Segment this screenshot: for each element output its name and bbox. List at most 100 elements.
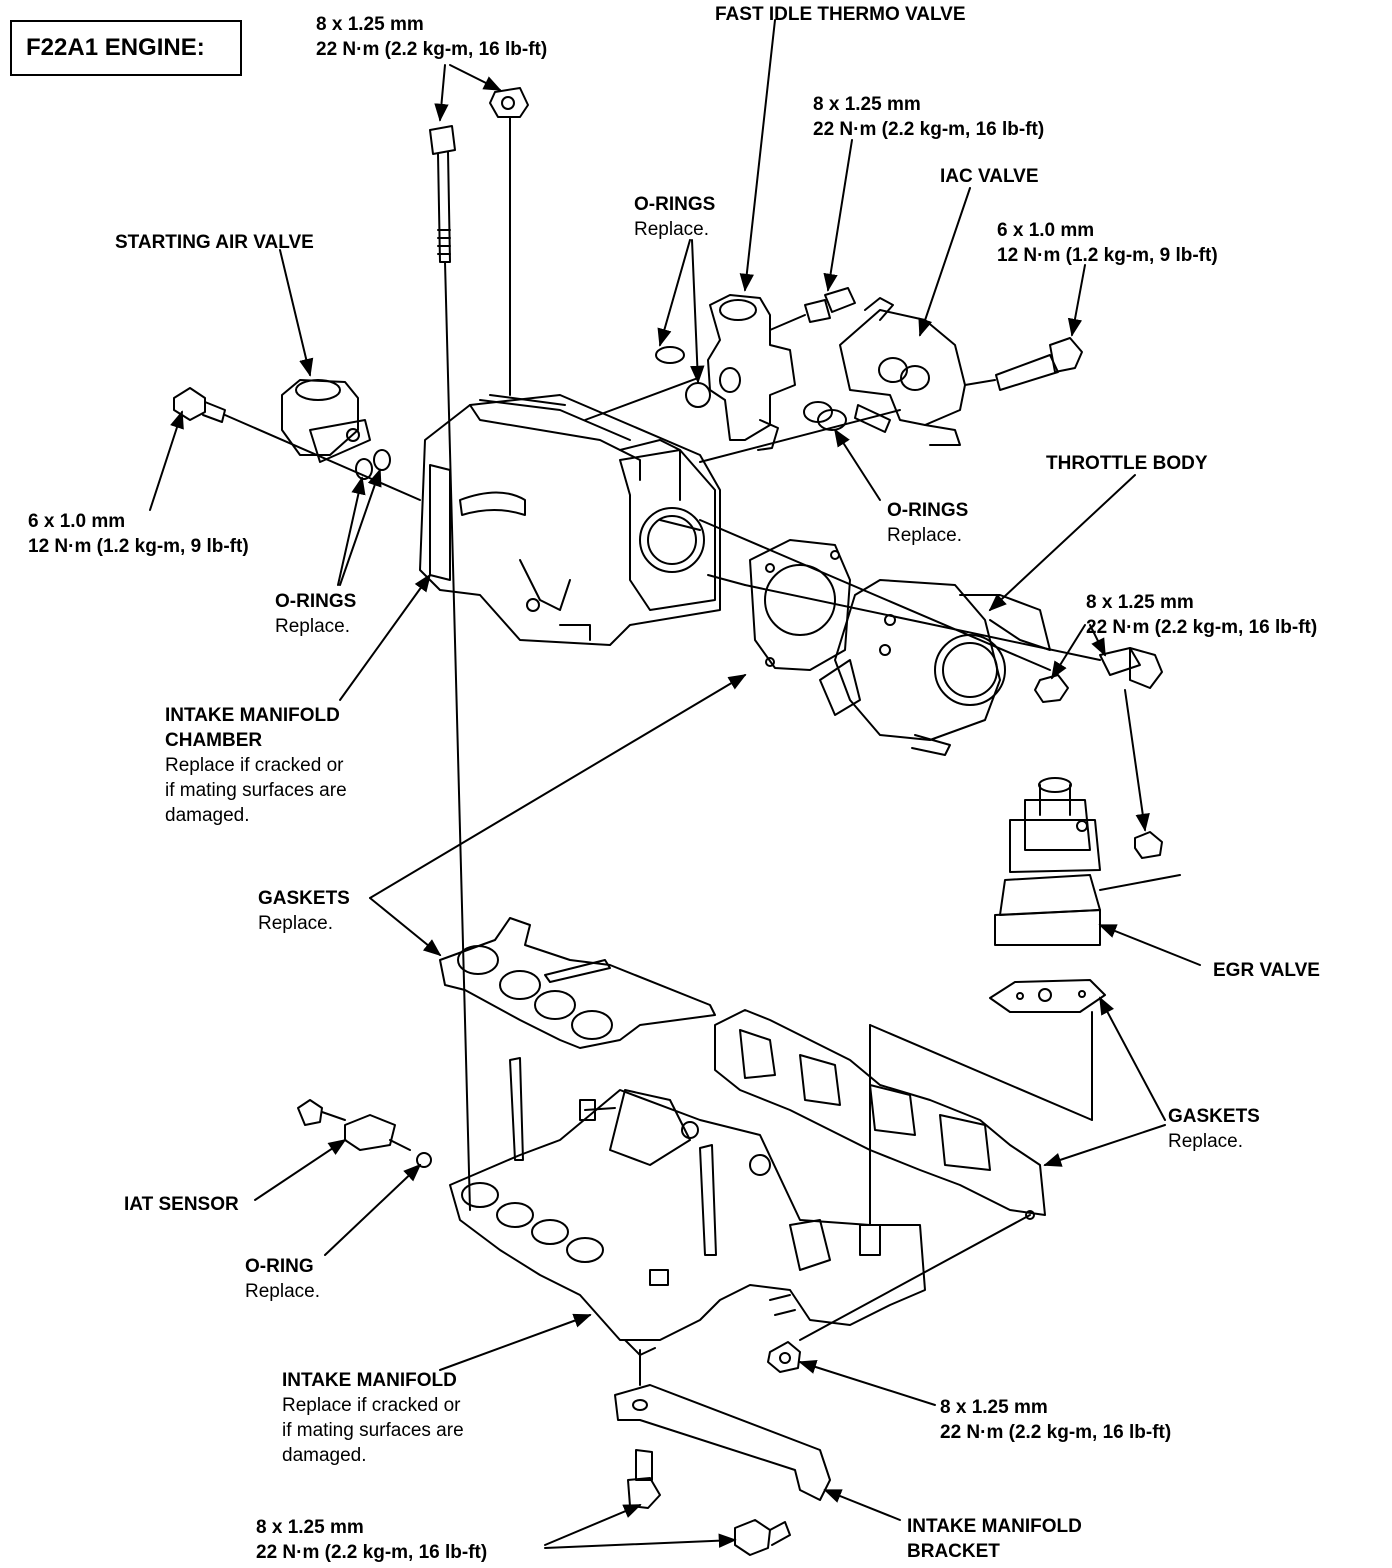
long-bolt: [429, 125, 456, 263]
gaskets-left-label: GASKETS: [258, 888, 350, 909]
iac-bolt-torque: 12 N·m (1.2 kg-m, 9 lb-ft): [997, 245, 1218, 266]
egr-valve-label: EGR VALVE: [1213, 960, 1320, 981]
iat-sensor-label: IAT SENSOR: [124, 1194, 239, 1215]
fast-idle-label: FAST IDLE THERMO VALVE: [715, 4, 966, 25]
bracket-label-2: BRACKET: [907, 1541, 1000, 1562]
top-nut: [489, 87, 529, 118]
orings-left-note: Replace.: [275, 616, 350, 637]
label-starting-air-valve: STARTING AIR VALVE: [115, 230, 314, 255]
tb-nut: [1034, 674, 1069, 703]
manifold-nut: [767, 1341, 801, 1373]
iac-bolt: [995, 337, 1083, 391]
chamber-gasket: [439, 917, 716, 1049]
gasket-diag: [869, 1024, 1093, 1121]
sav-bolt: [173, 387, 226, 423]
intake-manifold-chamber: [419, 394, 721, 646]
bolt-to-egr-line: [1124, 689, 1150, 832]
oring-iac-2: [817, 409, 847, 431]
iac-valve-label: IAC VALVE: [940, 166, 1039, 187]
oring-fitv-1: [655, 346, 685, 364]
stud-1: [659, 519, 701, 531]
label-iac-bolt: 6 x 1.0 mm 12 N·m (1.2 kg-m, 9 lb-ft): [997, 218, 1218, 268]
egr-valve: [994, 777, 1101, 946]
iat-oring: [416, 1152, 432, 1168]
throttle-gasket: [749, 539, 851, 671]
long-alignment-line: [444, 261, 471, 1211]
sav-label: STARTING AIR VALVE: [115, 232, 314, 253]
intake-manifold: [449, 1057, 926, 1356]
mani-nut-torque: 22 N·m (2.2 kg-m, 16 lb-ft): [940, 1422, 1172, 1443]
fitv-bolt: [804, 287, 856, 323]
tb-nut-size: 8 x 1.25 mm: [1086, 592, 1194, 613]
egr-gasket: [989, 979, 1106, 1013]
label-orings-left: O-RINGS Replace.: [275, 589, 356, 639]
orings-top-note: Replace.: [634, 219, 709, 240]
bracket-bolt-2: [734, 1519, 791, 1556]
gaskets-left-note: Replace.: [258, 913, 333, 934]
tb-bolt: [1099, 647, 1163, 689]
intake-manifold-bracket: [614, 1384, 831, 1501]
gaskets-right-label: GASKETS: [1168, 1106, 1260, 1127]
sav-line: [224, 414, 421, 501]
page-title: F22A1 ENGINE:: [26, 34, 205, 61]
nut-to-gasket-line: [799, 1214, 1031, 1341]
label-bracket: INTAKE MANIFOLD BRACKET: [907, 1514, 1082, 1564]
egr-nut: [1134, 831, 1163, 859]
oring-single-note: Replace.: [245, 1281, 320, 1302]
label-throttle-body: THROTTLE BODY: [1046, 451, 1208, 476]
leader-arrows: [149, 19, 1201, 1549]
manifold-note-2: if mating surfaces are: [282, 1420, 464, 1441]
starting-air-valve: [281, 379, 371, 463]
label-tb-nut: 8 x 1.25 mm 22 N·m (2.2 kg-m, 16 lb-ft): [1086, 590, 1317, 640]
label-manifold: INTAKE MANIFOLD Replace if cracked or if…: [282, 1368, 464, 1468]
fitv-line: [584, 377, 699, 421]
label-gaskets-left: GASKETS Replace.: [258, 886, 350, 936]
sav-bolt-size: 6 x 1.0 mm: [28, 511, 126, 532]
chamber-note-2: if mating surfaces are: [165, 780, 347, 801]
label-bracket-bolt: 8 x 1.25 mm 22 N·m (2.2 kg-m, 16 lb-ft): [256, 1515, 487, 1565]
label-orings-mid: O-RINGS Replace.: [887, 498, 968, 548]
bracket-bolt-size: 8 x 1.25 mm: [256, 1517, 364, 1538]
label-egr: EGR VALVE: [1213, 958, 1320, 983]
bolt-top-size: 8 x 1.25 mm: [316, 14, 424, 35]
manifold-label: INTAKE MANIFOLD: [282, 1370, 457, 1391]
chamber-note-1: Replace if cracked or: [165, 755, 344, 776]
orings-mid-note: Replace.: [887, 525, 962, 546]
orings-mid-label: O-RINGS: [887, 500, 969, 521]
bolt-top-torque: 22 N·m (2.2 kg-m, 16 lb-ft): [316, 39, 548, 60]
iac-valve: [839, 297, 966, 446]
bracket-bolt-1: [627, 1449, 661, 1509]
label-mani-nut: 8 x 1.25 mm 22 N·m (2.2 kg-m, 16 lb-ft): [940, 1395, 1171, 1445]
manifold-gasket: [714, 1009, 1046, 1220]
oring-fitv-2: [685, 382, 711, 408]
chamber-label: INTAKE MANIFOLD: [165, 705, 340, 726]
fitv-bolt-size: 8 x 1.25 mm: [813, 94, 921, 115]
title-box: F22A1 ENGINE:: [10, 20, 242, 76]
manifold-note-3: damaged.: [282, 1445, 367, 1466]
fast-idle-thermo-valve: [707, 294, 796, 451]
fitv-bolt-line: [769, 314, 806, 331]
mani-nut-size: 8 x 1.25 mm: [940, 1397, 1048, 1418]
egr-nut-line: [1099, 874, 1181, 891]
label-iat: IAT SENSOR: [124, 1192, 239, 1217]
iat-sensor: [297, 1099, 411, 1151]
chamber-label-2: CHAMBER: [165, 730, 263, 751]
sav-bolt-torque: 12 N·m (1.2 kg-m, 9 lb-ft): [28, 536, 249, 557]
label-chamber: INTAKE MANIFOLD CHAMBER Replace if crack…: [165, 703, 347, 828]
stud-2: [707, 574, 746, 586]
label-orings-top: O-RINGS Replace.: [634, 192, 715, 242]
iac-line: [699, 409, 901, 463]
fitv-bolt-torque: 22 N·m (2.2 kg-m, 16 lb-ft): [813, 119, 1045, 140]
oring-left-2: [373, 449, 391, 471]
bracket-label: INTAKE MANIFOLD: [907, 1516, 1082, 1537]
chamber-note-3: damaged.: [165, 805, 250, 826]
orings-top-label: O-RINGS: [634, 194, 716, 215]
label-fast-idle: FAST IDLE THERMO VALVE: [715, 2, 966, 27]
orings-left-label: O-RINGS: [275, 591, 357, 612]
label-gaskets-right: GASKETS Replace.: [1168, 1104, 1260, 1154]
label-iac: IAC VALVE: [940, 164, 1039, 189]
manifold-note-1: Replace if cracked or: [282, 1395, 461, 1416]
throttle-body: [819, 579, 1051, 756]
label-fitv-bolt: 8 x 1.25 mm 22 N·m (2.2 kg-m, 16 lb-ft): [813, 92, 1044, 142]
